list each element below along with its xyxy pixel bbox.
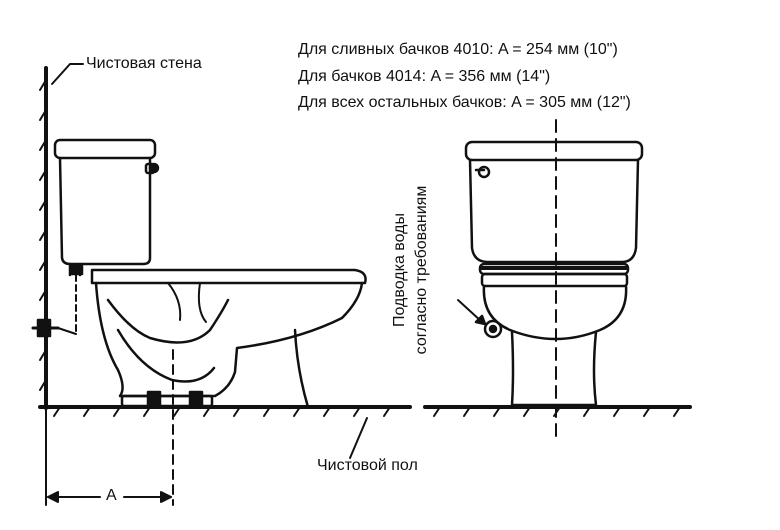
dimension-a-arrow — [47, 491, 172, 503]
tank-front — [464, 140, 644, 264]
finished-floor-label: Чистовой пол — [317, 457, 418, 474]
water-supply-line-1: Подводка воды — [391, 213, 408, 327]
water-supply-label: Подводка воды согласно требованиям — [390, 186, 434, 355]
bowl-front — [478, 262, 630, 407]
supply-valve-side — [31, 274, 77, 338]
finished-wall-label: Чистовая стена — [86, 55, 202, 72]
note-other: Для всех остальных бачков: A = 305 мм (1… — [298, 94, 631, 111]
finished-wall — [39, 66, 48, 410]
dimension-a-label: A — [106, 487, 117, 504]
wall-label-leader — [51, 63, 84, 85]
note-4010: Для сливных бачков 4010: A = 254 мм (10"… — [298, 41, 618, 58]
finished-floor-side — [38, 405, 412, 417]
water-supply-line-2: согласно требованиям — [413, 185, 430, 355]
bowl-side — [90, 268, 367, 409]
note-4014: Для бачков 4014: A = 356 мм (14") — [298, 67, 551, 85]
supply-valve-front — [457, 299, 503, 339]
floor-label-leader — [349, 417, 368, 459]
tank-notes: Для сливных бачков 4010: A = 254 мм (10"… — [298, 37, 631, 117]
tank-side — [53, 138, 160, 277]
finished-floor-front — [423, 405, 692, 417]
